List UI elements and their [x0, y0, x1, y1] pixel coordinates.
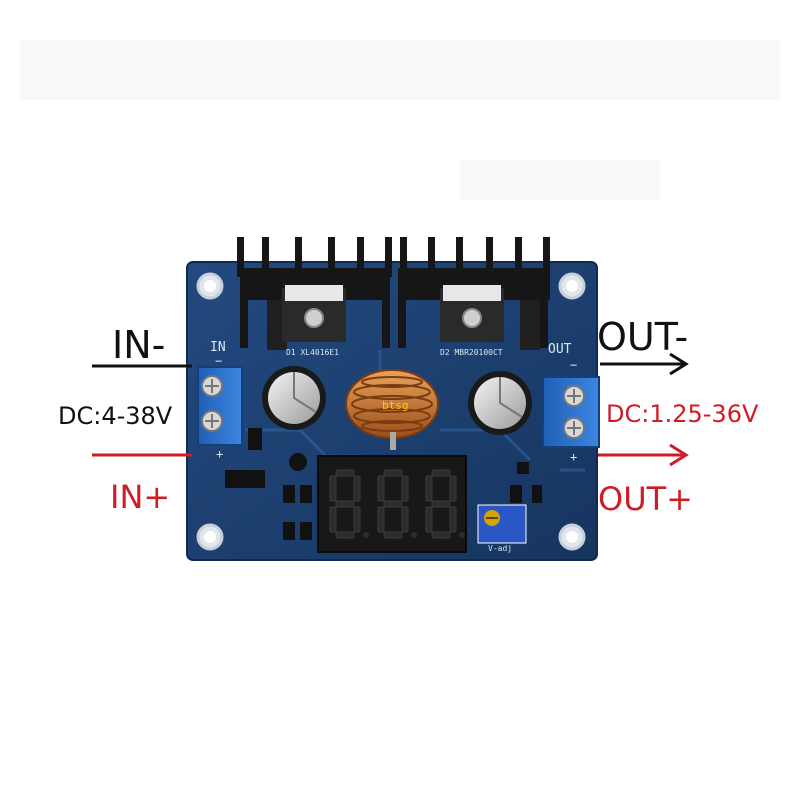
- silkscreen-in: IN: [210, 340, 226, 355]
- display-digits: [329, 469, 465, 539]
- label-out-plus: OUT+: [598, 480, 693, 518]
- label-input-range: DC:4-38V: [58, 402, 173, 430]
- chip-d2: [440, 285, 504, 342]
- decimal-point: [363, 532, 369, 538]
- mounting-hole-icon: [196, 523, 224, 551]
- segment: [335, 500, 355, 508]
- segment: [425, 506, 433, 533]
- inductor-icon: [345, 369, 439, 450]
- segment: [449, 475, 457, 502]
- label-out-minus: OUT-: [597, 315, 689, 359]
- silkscreen-d1: D1 XL4016E1: [286, 348, 339, 357]
- silkscreen-in-plus: +: [216, 447, 224, 461]
- segment: [329, 506, 337, 533]
- decimal-point: [459, 532, 465, 538]
- segment: [383, 469, 403, 477]
- chip-d1: [282, 285, 346, 342]
- segment: [431, 500, 451, 508]
- segment: [335, 469, 355, 477]
- label-in-plus: IN+: [110, 478, 171, 516]
- capacitor-icon: [468, 371, 532, 435]
- segment: [431, 469, 451, 477]
- segment: [449, 506, 457, 533]
- silkscreen-out: OUT: [548, 342, 572, 357]
- segment: [377, 475, 385, 502]
- label-in-minus: IN-: [112, 323, 166, 367]
- segment: [383, 500, 403, 508]
- segment: [431, 531, 451, 539]
- segment: [353, 475, 361, 502]
- silkscreen-out-plus: +: [570, 450, 578, 464]
- segment: [425, 475, 433, 502]
- segment: [335, 531, 355, 539]
- screw-icon: [563, 385, 585, 407]
- segment: [401, 475, 409, 502]
- smd-components: [225, 428, 542, 540]
- mounting-hole-icon: [558, 523, 586, 551]
- decimal-point: [411, 532, 417, 538]
- capacitor-icon: [262, 366, 326, 430]
- seven-segment-display: [317, 455, 467, 553]
- segment: [329, 475, 337, 502]
- watermark: btsg: [382, 399, 409, 412]
- mounting-hole-icon: [558, 272, 586, 300]
- segment: [401, 506, 409, 533]
- segment: [353, 506, 361, 533]
- segment: [383, 531, 403, 539]
- screw-icon: [201, 410, 223, 432]
- screw-icon: [563, 417, 585, 439]
- silkscreen-d2: D2 MBR20100CT: [440, 348, 503, 357]
- label-output-range: DC:1.25-36V: [606, 400, 759, 428]
- background-texture: [20, 40, 780, 200]
- potentiometer-icon: [477, 504, 527, 544]
- output-terminal-block: [542, 376, 600, 448]
- silkscreen-out-minus: −: [570, 358, 578, 372]
- out-plus-arrow: [598, 443, 689, 467]
- segment: [377, 506, 385, 533]
- mounting-hole-icon: [196, 272, 224, 300]
- out-minus-arrow: [600, 352, 689, 376]
- screw-icon: [201, 375, 223, 397]
- input-terminal-block: [197, 366, 243, 446]
- silkscreen-vadj: V-adj: [488, 544, 513, 553]
- silkscreen-in-minus: −: [215, 354, 223, 368]
